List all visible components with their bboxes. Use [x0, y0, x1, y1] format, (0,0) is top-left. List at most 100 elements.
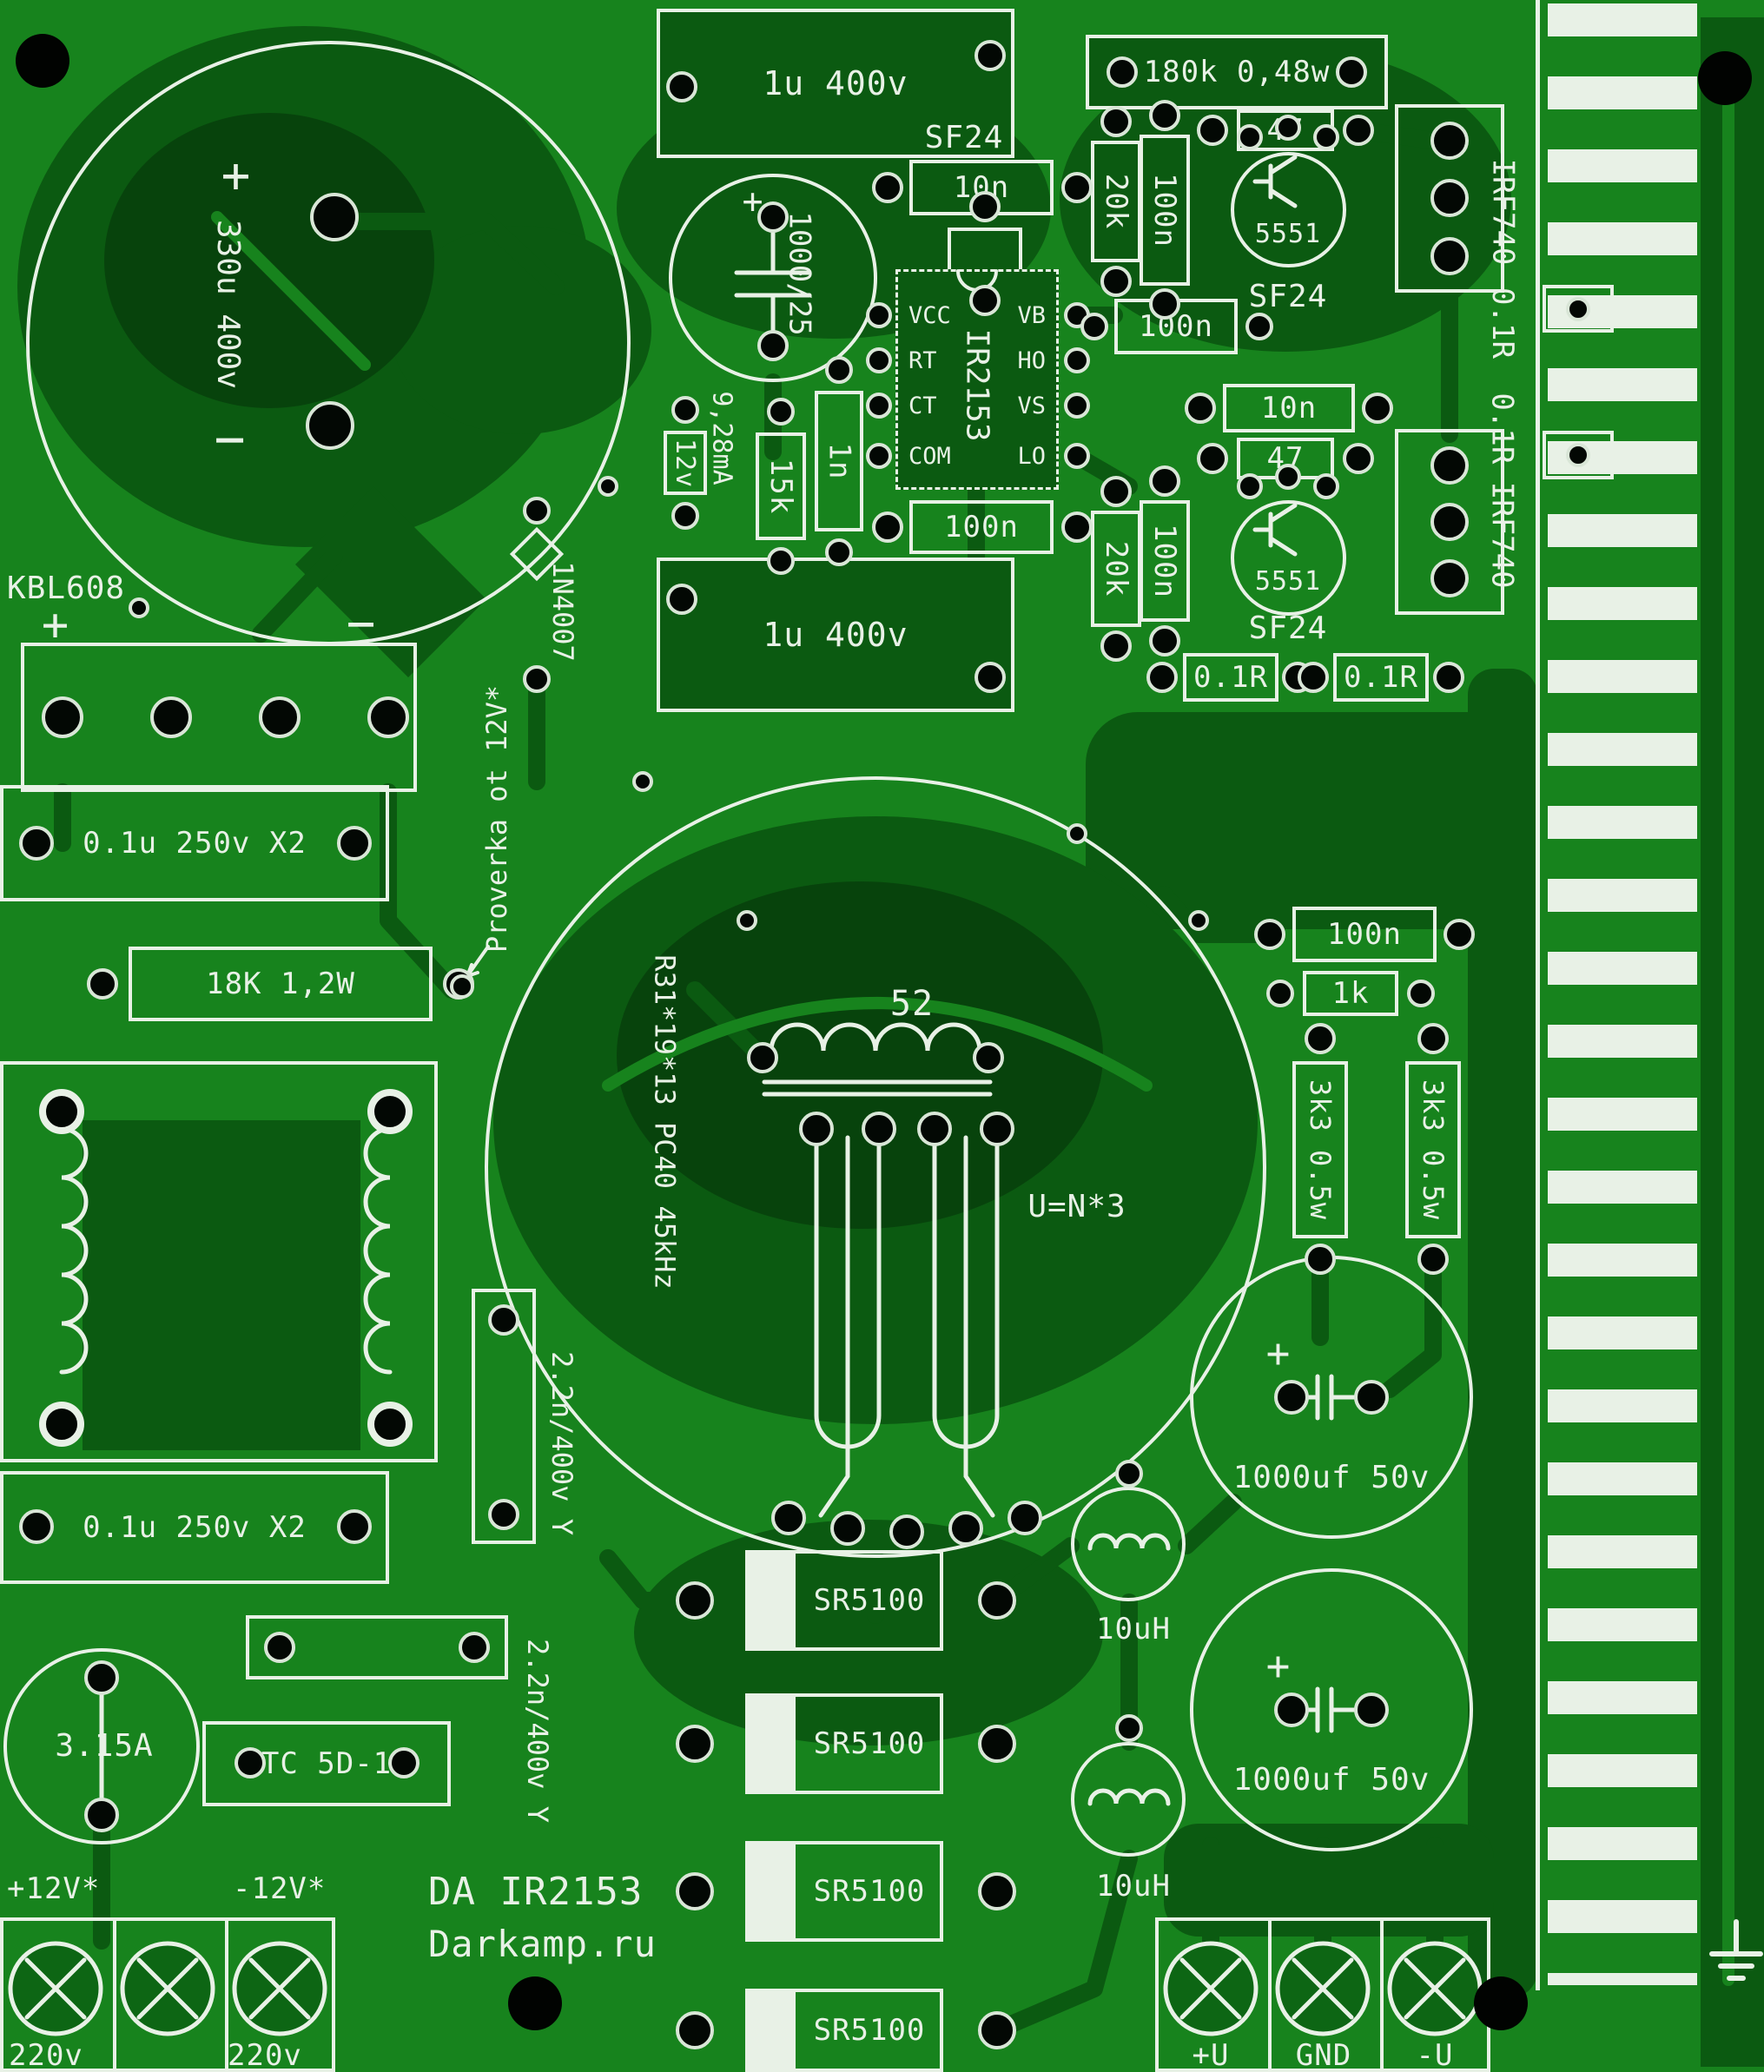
- cap-1n: 1n: [815, 391, 863, 531]
- plus12-label: +12V*: [7, 1871, 101, 1906]
- ntc-body: NTC 5D-11: [202, 1721, 451, 1806]
- cap-10n-b: 10n: [1223, 384, 1355, 432]
- terminal-block-mains: [0, 1917, 335, 2072]
- transistor-5551-a-outline: [1231, 152, 1346, 267]
- sf24-label-a: SF24: [924, 119, 1004, 155]
- res-180k: 180k 0,48w: [1086, 35, 1388, 109]
- ic-pin-vs: VS: [1017, 392, 1046, 419]
- transistor-5551-b-label: 5551: [1254, 565, 1322, 597]
- res-0r1-c: 0.1R: [1333, 653, 1429, 702]
- transformer-outline: [485, 776, 1266, 1558]
- x-cap-a: 0.1u 250v X2: [0, 785, 389, 901]
- y-cap-b-label: 2.2n/400v Y: [521, 1639, 555, 1823]
- cap-100n-a: 100n: [1140, 135, 1190, 286]
- inductor-10uh-b-outline: [1071, 1742, 1186, 1857]
- aux-cap-value: 1000/25: [783, 211, 818, 336]
- mains-choke-body: [0, 1061, 438, 1462]
- res-1k: 1k: [1303, 971, 1398, 1016]
- diode-sr5100-4: SR5100: [745, 1989, 943, 2072]
- sf24-label-b: SF24: [1248, 278, 1328, 314]
- res-0r1-b: 0.1R: [1183, 653, 1278, 702]
- diode-band: [749, 1697, 796, 1791]
- transformer-ratio: U=N*3: [1027, 1188, 1126, 1224]
- zener-12v: 12v: [664, 431, 707, 495]
- res-20k-a: 20k: [1091, 141, 1141, 262]
- heatsink-fins: [1548, 3, 1697, 1985]
- output-cap-b-label: 1000uf 50v: [1232, 1761, 1430, 1798]
- sf24-label-c: SF24: [1248, 610, 1328, 646]
- current-note: 9,28mA: [706, 390, 737, 485]
- minus12-label: -12V*: [233, 1871, 327, 1906]
- transformer-turns: 52: [889, 984, 935, 1024]
- diode-band: [749, 1844, 796, 1938]
- kbl608-label: KBL608: [7, 570, 126, 606]
- cap-100n-e: 100n: [1292, 907, 1437, 962]
- film-cap-1u-bottom: 1u 400v: [657, 558, 1014, 712]
- output-cap-b-plus: +: [1265, 1642, 1292, 1689]
- ic-pin-rt: RT: [908, 346, 937, 374]
- bulk-cap-value: 330u 400v: [210, 219, 247, 389]
- cap-100n-c: 100n: [909, 500, 1054, 554]
- cap-100n-b: 100n: [1114, 299, 1238, 354]
- output-cap-b-outline: [1190, 1568, 1473, 1851]
- inductor-10uh-b-label: 10uH: [1096, 1869, 1171, 1904]
- ic-pin-ho: HO: [1017, 346, 1046, 374]
- fuse-label: 3.15A: [55, 1727, 154, 1764]
- ic-pin-ct: CT: [908, 392, 937, 419]
- terminal-divider: [1268, 1921, 1272, 2069]
- res-47-b: 47: [1237, 438, 1334, 479]
- diode-sr5100-2: SR5100: [745, 1693, 943, 1794]
- diode-band: [749, 1554, 796, 1647]
- ic-name: IR2153: [959, 327, 995, 442]
- heatsink-mount-a: [1543, 285, 1614, 333]
- aux-cap-plus-mark: +: [742, 181, 764, 221]
- diode-sr5100-1: SR5100: [745, 1550, 943, 1651]
- minus-u-label: -U: [1416, 2038, 1454, 2072]
- heatsink-rail: [1536, 0, 1540, 1990]
- test-note: Proverka ot 12V*: [480, 684, 513, 954]
- transformer-core-label: R31*19*13 PC40 45kHz: [649, 954, 682, 1290]
- bulk-cap-minus-mark: −: [214, 409, 247, 470]
- terminal-divider: [225, 1921, 228, 2069]
- kbl608-plus-mark: +: [41, 599, 70, 651]
- ic-pin-lo: LO: [1017, 442, 1046, 470]
- bulk-cap-plus-mark: +: [221, 147, 252, 204]
- board-title: DA IR2153: [428, 1869, 644, 1914]
- transistor-5551-a-label: 5551: [1254, 218, 1322, 249]
- res-20k-b: 20k: [1091, 511, 1141, 627]
- bridge-rectifier-body: [21, 643, 417, 792]
- terminal-divider: [1380, 1921, 1384, 2069]
- y-cap-a-label: 2.2n/400v Y: [545, 1351, 579, 1535]
- transistor-5551-b-outline: [1231, 500, 1346, 616]
- cap-10n-a: 10n: [909, 160, 1054, 215]
- kbl608-minus-mark: −: [346, 595, 377, 652]
- mains-220v-a-label: 220v: [9, 2038, 83, 2072]
- plus-u-label: +U: [1192, 2038, 1230, 2072]
- diode-band: [749, 1992, 796, 2069]
- irf740-label-b: 0.1R IRF740: [1485, 393, 1521, 589]
- irf740-label-a: IRF740: [1485, 158, 1521, 266]
- res-0r1-label-a: 0.1R: [1485, 287, 1521, 359]
- inductor-10uh-a-outline: [1071, 1487, 1186, 1601]
- res-47-a: 47: [1237, 109, 1334, 151]
- inductor-10uh-a-label: 10uH: [1096, 1612, 1171, 1646]
- y-cap-a-body: [472, 1289, 536, 1544]
- output-cap-a-plus: +: [1265, 1330, 1292, 1376]
- aux-cap-outline: [669, 174, 877, 382]
- diode-sr5100-3: SR5100: [745, 1841, 943, 1942]
- gnd-label: GND: [1295, 2038, 1352, 2072]
- jumper-body: [246, 1615, 508, 1679]
- res-3k3-b: 3k3 0.5w: [1405, 1061, 1461, 1238]
- heatsink-mount-b: [1543, 431, 1614, 479]
- output-cap-a-outline: [1190, 1256, 1473, 1539]
- res-3k3-a: 3k3 0.5w: [1292, 1061, 1348, 1238]
- ic-pin-com: COM: [908, 442, 951, 470]
- output-cap-a-label: 1000uf 50v: [1232, 1459, 1430, 1495]
- res-15k: 15k: [756, 432, 806, 540]
- res-18k: 18K 1,2W: [129, 947, 433, 1021]
- board-site: Darkamp.ru: [428, 1922, 657, 1965]
- terminal-divider: [113, 1921, 116, 2069]
- mains-220v-b-label: 220v: [228, 2038, 302, 2072]
- diode-1n4007-label: 1N4007: [546, 561, 579, 662]
